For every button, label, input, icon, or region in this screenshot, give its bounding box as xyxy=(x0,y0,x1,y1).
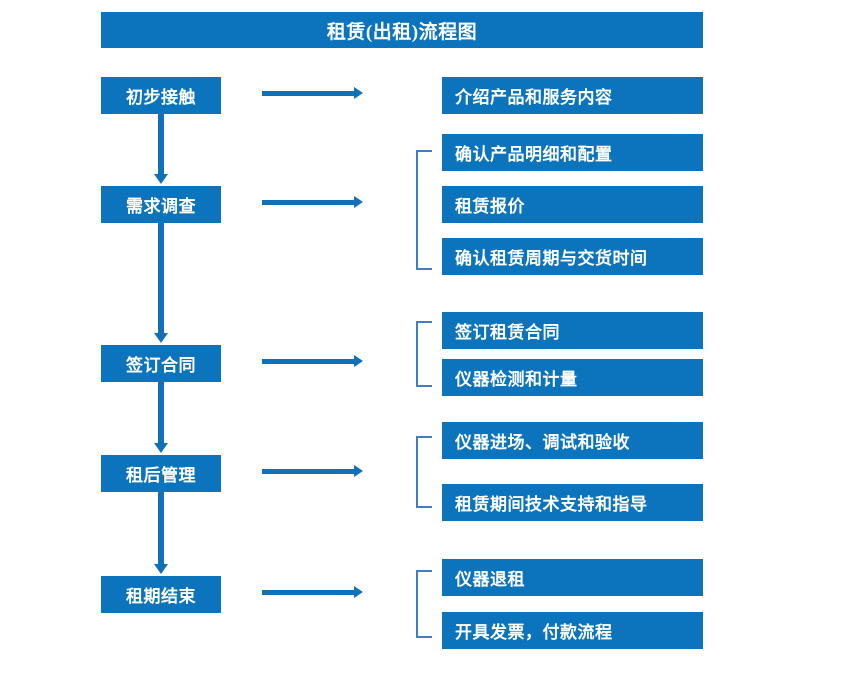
horizontal-arrow-icon-5 xyxy=(262,586,363,598)
detail-box-instrument-installation[interactable]: 仪器进场、调试和验收 xyxy=(442,422,703,459)
horizontal-arrow-icon-3 xyxy=(262,355,363,367)
vertical-arrow-icon-2 xyxy=(154,223,168,343)
group-bracket-rental-end xyxy=(416,570,432,638)
stage-box-sign-contract[interactable]: 签订合同 xyxy=(101,345,221,382)
vertical-arrow-icon-3 xyxy=(154,382,168,453)
stage-box-post-rental-management[interactable]: 租后管理 xyxy=(101,455,221,492)
detail-box-instrument-inspection[interactable]: 仪器检测和计量 xyxy=(442,359,703,396)
detail-box-sign-rental-contract[interactable]: 签订租赁合同 xyxy=(442,312,703,349)
flowchart-title: 租赁(出租)流程图 xyxy=(101,12,703,48)
detail-box-instrument-return[interactable]: 仪器退租 xyxy=(442,559,703,596)
detail-box-rental-quotation[interactable]: 租赁报价 xyxy=(442,186,703,223)
group-bracket-needs-survey xyxy=(416,150,432,270)
detail-box-introduce-products[interactable]: 介绍产品和服务内容 xyxy=(442,77,703,114)
horizontal-arrow-icon-1 xyxy=(262,87,363,99)
detail-box-confirm-product-spec[interactable]: 确认产品明细和配置 xyxy=(442,134,703,171)
detail-box-confirm-period-delivery[interactable]: 确认租赁周期与交货时间 xyxy=(442,238,703,275)
group-bracket-post-rental-management xyxy=(416,436,432,508)
horizontal-arrow-icon-2 xyxy=(262,196,363,208)
stage-box-needs-survey[interactable]: 需求调查 xyxy=(101,186,221,223)
group-bracket-sign-contract xyxy=(416,321,432,387)
horizontal-arrow-icon-4 xyxy=(262,465,363,477)
stage-box-initial-contact[interactable]: 初步接触 xyxy=(101,77,221,114)
detail-box-technical-support[interactable]: 租赁期间技术支持和指导 xyxy=(442,484,703,521)
vertical-arrow-icon-4 xyxy=(154,492,168,574)
detail-box-invoice-payment[interactable]: 开具发票，付款流程 xyxy=(442,612,703,649)
vertical-arrow-icon-1 xyxy=(154,114,168,184)
stage-box-rental-end[interactable]: 租期结束 xyxy=(101,576,221,613)
